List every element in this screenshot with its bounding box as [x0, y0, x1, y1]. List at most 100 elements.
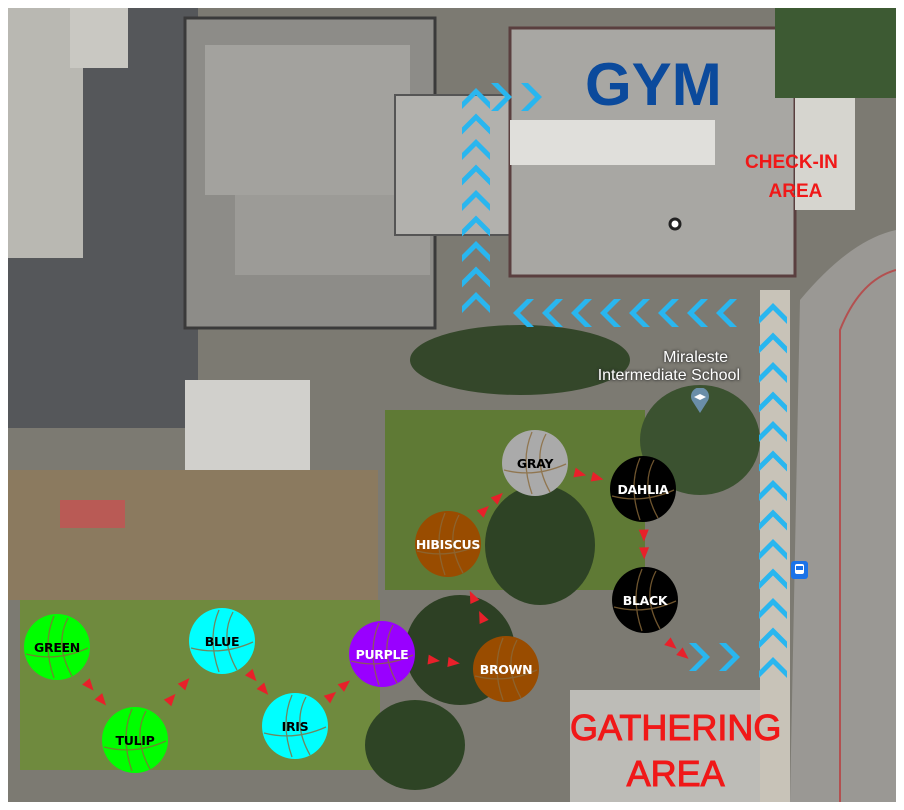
- route-arrow-icon: [469, 591, 480, 605]
- station-label: TULIP: [115, 732, 155, 748]
- route-arrow-icon: [573, 467, 587, 478]
- route-arrow-icon: [490, 492, 503, 505]
- station-dahlia[interactable]: DAHLIA: [610, 456, 676, 522]
- basketball-icon: [263, 694, 327, 758]
- basketball-icon: [25, 615, 89, 679]
- route-arrow-icon: [337, 680, 351, 692]
- chevron-left-icon: [542, 299, 563, 327]
- route-arrows: [82, 467, 689, 707]
- gathering-building: [570, 690, 760, 802]
- station-black[interactable]: BLACK: [612, 567, 678, 633]
- chevron-up-icon: [759, 598, 787, 619]
- station-label: HIBISCUS: [415, 536, 481, 552]
- chevron-up-icon: [759, 421, 787, 442]
- gathering-line2: AREA: [626, 753, 725, 795]
- check-in-line2: AREA: [768, 181, 823, 202]
- chevron-up-icon: [759, 391, 787, 413]
- chevron-left-icon: [629, 299, 650, 327]
- basketball-icon: [503, 431, 567, 495]
- station-label: IRIS: [281, 718, 309, 734]
- station-tulip[interactable]: TULIP: [102, 707, 168, 773]
- gathering-line1: GATHERING: [569, 707, 782, 749]
- roof-section: [394, 94, 516, 236]
- chevron-left-icon: [687, 299, 708, 327]
- basketball-icon: [613, 568, 677, 632]
- chevron-left-icon: [571, 299, 592, 327]
- station-iris[interactable]: IRIS: [262, 693, 328, 759]
- curb: [839, 269, 896, 802]
- road: [790, 230, 896, 802]
- school-label[interactable]: Miraleste Intermediate School: [560, 349, 740, 385]
- route-arrow-icon: [82, 678, 94, 691]
- school-name-line1: Miraleste: [663, 349, 728, 366]
- route-chevrons: [462, 83, 787, 678]
- chevron-up-icon: [462, 113, 490, 135]
- trees: [410, 325, 630, 395]
- route-arrow-icon: [476, 505, 489, 518]
- chevron-up-icon: [462, 241, 490, 262]
- chevron-left-icon: [600, 299, 621, 327]
- check-in-line1: CHECK-IN: [745, 152, 838, 173]
- station-blue[interactable]: BLUE: [189, 608, 255, 674]
- route-arrow-icon: [163, 693, 176, 707]
- dirt-lot: [8, 470, 378, 600]
- chevron-up-icon: [462, 139, 490, 160]
- station-purple[interactable]: PURPLE: [349, 621, 415, 687]
- station-label: BROWN: [479, 661, 533, 677]
- station-hibiscus[interactable]: HIBISCUS: [415, 511, 481, 577]
- basketball-icon: [416, 512, 480, 576]
- basketball-icon: [103, 708, 167, 772]
- tree: [640, 385, 760, 495]
- roof-section: [205, 45, 410, 195]
- station-green[interactable]: GREEN: [24, 614, 90, 680]
- gym-roof-beam: [510, 120, 715, 165]
- basketball-icon: [350, 622, 414, 686]
- station-label: PURPLE: [355, 646, 409, 662]
- station-gray[interactable]: GRAY: [502, 430, 568, 496]
- station-label: GREEN: [34, 639, 80, 655]
- chevron-right-icon: [719, 643, 740, 671]
- check-in-building: [795, 95, 855, 210]
- chevron-up-icon: [462, 88, 490, 109]
- chevron-up-icon: [462, 266, 490, 288]
- station-label: BLACK: [622, 592, 668, 608]
- satellite-background: [8, 8, 896, 802]
- chevron-left-icon: [658, 299, 679, 327]
- chevron-up-icon: [462, 215, 490, 237]
- chevron-up-icon: [759, 332, 787, 354]
- chevron-up-icon: [462, 164, 490, 186]
- route-arrow-icon: [676, 647, 689, 659]
- chevron-up-icon: [759, 509, 787, 531]
- trees: [775, 8, 896, 98]
- route-arrow-icon: [256, 682, 269, 695]
- route-arrow-icon: [94, 693, 107, 706]
- gathering-area-label: GATHERING AREA: [569, 705, 782, 797]
- basketball-icon: [190, 609, 254, 673]
- route-arrow-icon: [244, 668, 257, 682]
- shed-building: [185, 380, 310, 475]
- chevron-up-icon: [759, 303, 787, 324]
- red-roof: [60, 500, 125, 528]
- chevron-up-icon: [759, 362, 787, 383]
- station-label: BLUE: [204, 633, 240, 649]
- bus-stop-icon[interactable]: [791, 561, 808, 579]
- school-pin-icon[interactable]: [690, 388, 710, 414]
- gym-label: GYM: [585, 51, 722, 118]
- route-arrow-icon: [447, 657, 460, 667]
- station-label: DAHLIA: [617, 481, 669, 497]
- chevron-up-icon: [462, 190, 490, 211]
- tree: [485, 485, 595, 605]
- route-arrow-icon: [638, 529, 649, 542]
- tree: [365, 700, 465, 790]
- chevron-right-icon: [521, 83, 542, 111]
- route-arrow-icon: [664, 637, 677, 649]
- chevron-right-icon: [689, 643, 710, 671]
- gym-marker: [668, 217, 682, 231]
- route-arrow-icon: [590, 471, 604, 482]
- chevron-up-icon: [759, 657, 787, 678]
- chevron-up-icon: [462, 292, 490, 313]
- chevron-left-icon: [716, 299, 737, 327]
- route-arrow-icon: [639, 547, 650, 560]
- station-brown[interactable]: BROWN: [473, 636, 539, 702]
